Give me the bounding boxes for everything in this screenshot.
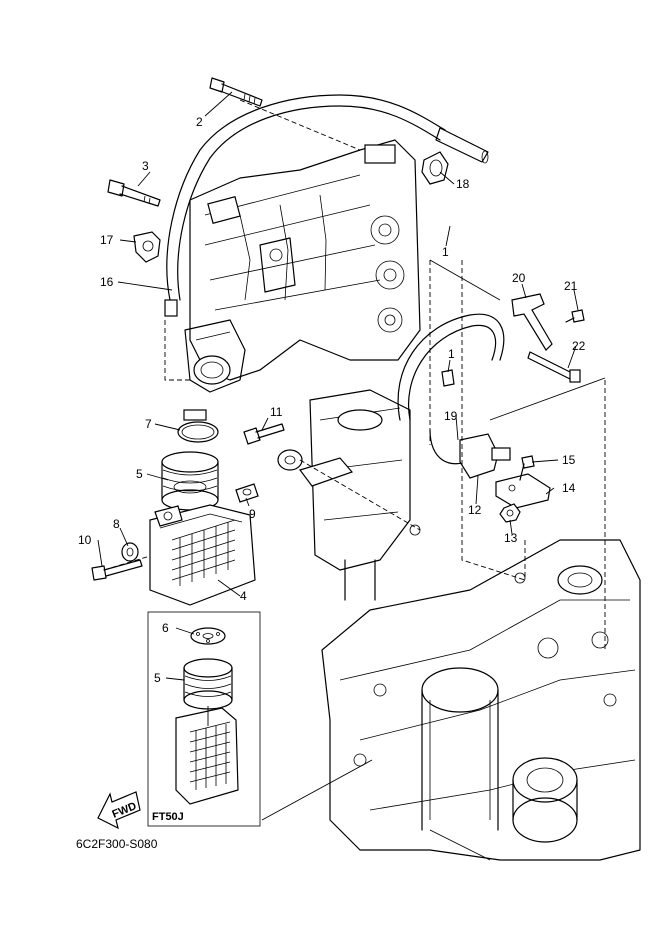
ref-1-lower: 1	[448, 347, 455, 361]
ref-21: 21	[564, 279, 578, 293]
hose-clamp-7	[177, 409, 219, 443]
ref-18: 18	[456, 177, 470, 191]
ref-5-upper: 5	[136, 467, 143, 481]
screw-21	[565, 309, 585, 323]
clip-17	[133, 231, 161, 263]
ref-4: 4	[240, 589, 247, 603]
ref-22: 22	[572, 339, 586, 353]
block-detail	[353, 565, 617, 767]
ref-6: 6	[162, 621, 169, 635]
grommet-11	[277, 449, 303, 471]
ref-15: 15	[562, 453, 576, 467]
grommet-8	[121, 542, 139, 562]
ref-14: 14	[562, 481, 576, 495]
leader-lines	[97, 91, 579, 681]
ref-13: 13	[504, 531, 518, 545]
nut-13	[499, 503, 521, 523]
top-hose	[164, 94, 489, 317]
throttle-body	[184, 319, 246, 393]
solenoid-valve-12	[459, 433, 511, 479]
fwd-arrow-icon	[97, 791, 141, 830]
silencer-4	[149, 504, 256, 606]
ref-20: 20	[512, 271, 526, 285]
silencer-grid	[171, 519, 236, 586]
oil-filter	[512, 757, 578, 843]
ref-1-upper: 1	[442, 245, 449, 259]
guide-lines	[261, 259, 606, 861]
ref-7: 7	[145, 417, 152, 431]
variant-label: FT50J	[152, 811, 184, 823]
dowel-1	[441, 369, 455, 387]
ref-2: 2	[196, 115, 203, 129]
joint-5-upper	[161, 451, 219, 511]
bolt-10	[91, 559, 143, 581]
ref-9: 9	[249, 507, 256, 521]
ref-8: 8	[113, 517, 120, 531]
tie-wrap-22	[527, 351, 581, 383]
ref-11: 11	[270, 405, 283, 419]
bolt-11	[243, 423, 285, 445]
drawing-code: 6C2F300-S080	[76, 837, 158, 851]
ref-5-lower: 5	[154, 671, 161, 685]
clip-18	[421, 151, 449, 185]
ref-3: 3	[142, 159, 149, 173]
reference-labels: 2 3 17 16 7 5 8 10 4 9 11 18 1 1 19 12 1…	[78, 115, 586, 685]
cylinder-bore	[421, 667, 499, 831]
ref-12: 12	[468, 503, 482, 517]
bolt-3	[107, 179, 161, 207]
bracket-20	[511, 293, 553, 351]
ref-17: 17	[100, 233, 114, 247]
bracket-14	[495, 473, 551, 509]
screw-15	[519, 455, 535, 481]
ref-19: 19	[444, 409, 458, 423]
bolt-2	[209, 77, 263, 107]
silencer-flange	[154, 505, 183, 527]
ref-16: 16	[100, 275, 114, 289]
ft50j-inset	[147, 611, 261, 827]
ref-10: 10	[78, 533, 92, 547]
collar-9	[235, 483, 259, 503]
intake-manifold	[189, 139, 421, 381]
alignment-lines	[103, 99, 606, 650]
vapor-separator	[299, 389, 421, 601]
